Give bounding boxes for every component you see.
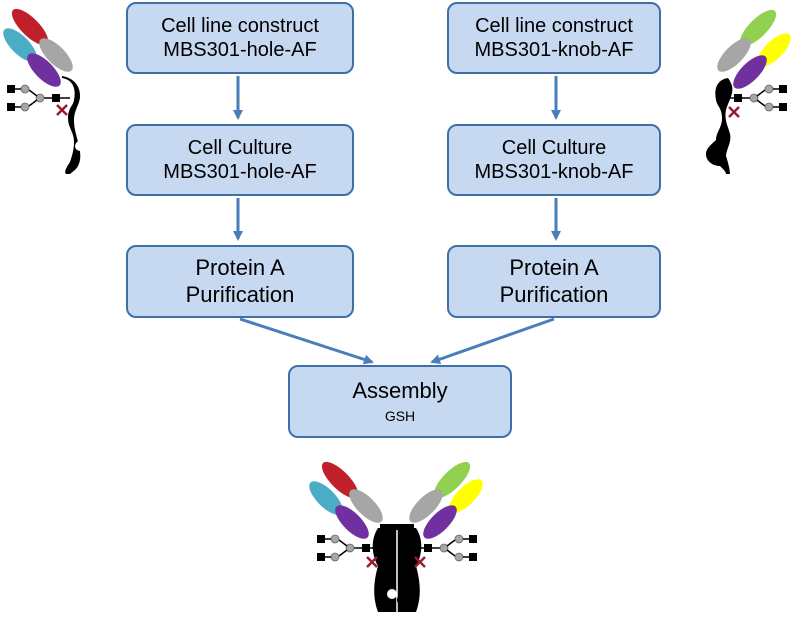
box-subtitle: Purification (499, 281, 609, 307)
cell-culture-hole-box: Cell Culture MBS301-hole-AF (126, 124, 354, 196)
purple-domain (733, 55, 767, 89)
box-subtitle: MBS301-hole-AF (163, 39, 317, 61)
box-subtitle: MBS301-knob-AF (474, 161, 634, 183)
purple-domain (27, 53, 61, 87)
box-title: Cell line construct (161, 15, 319, 37)
cell-culture-knob-box: Cell Culture MBS301-knob-AF (447, 124, 661, 196)
arrow-hole-proteina-to-assembly (239, 317, 374, 365)
mutation-cross-icon (727, 105, 741, 119)
box-title: Assembly (352, 378, 448, 404)
red-domain (321, 461, 359, 499)
box-title: Protein A (509, 255, 599, 281)
box-title: Protein A (195, 255, 285, 281)
hole-half-antibody-icon (3, 8, 85, 174)
teal-domain (3, 28, 37, 62)
green-domain (433, 461, 471, 499)
cell-line-construct-knob-box: Cell line construct MBS301-knob-AF (447, 2, 661, 74)
purple-domain (335, 505, 369, 539)
grey-domain (349, 489, 383, 523)
knob-half-antibody-icon (706, 9, 791, 174)
purple-domain (423, 505, 457, 539)
box-title: Cell Culture (187, 137, 293, 159)
grey-domain (409, 489, 443, 523)
teal-domain (309, 481, 343, 515)
cell-line-construct-hole-box: Cell line construct MBS301-hole-AF (126, 2, 354, 74)
arrow-knob-proteina-to-assembly (430, 317, 555, 365)
yellow-domain (449, 479, 483, 513)
green-domain (739, 9, 777, 47)
protein-a-purification-knob-box: Protein A Purification (447, 245, 661, 318)
box-subtitle: GSH (384, 407, 416, 424)
box-title: Cell line construct (475, 15, 633, 37)
protein-a-purification-hole-box: Protein A Purification (126, 245, 354, 318)
grey-domain (717, 38, 751, 72)
fc-hole (62, 76, 81, 174)
mutation-cross-icon (55, 103, 69, 117)
assembly-box: Assembly GSH (288, 365, 512, 438)
box-subtitle: MBS301-hole-AF (163, 161, 317, 183)
red-domain (11, 8, 49, 46)
box-subtitle: Purification (185, 281, 295, 307)
box-subtitle: MBS301-knob-AF (474, 39, 634, 61)
hole-notch (75, 141, 85, 151)
glycan-icon (723, 84, 788, 112)
knob-into-hole (387, 589, 397, 599)
bispecific-antibody-icon (309, 461, 483, 612)
mutation-cross-icon (365, 555, 379, 569)
fc-knob (706, 78, 733, 174)
hinge (380, 524, 414, 530)
glycan-icon (316, 534, 381, 562)
box-title: Cell Culture (501, 137, 607, 159)
grey-domain (39, 38, 73, 72)
